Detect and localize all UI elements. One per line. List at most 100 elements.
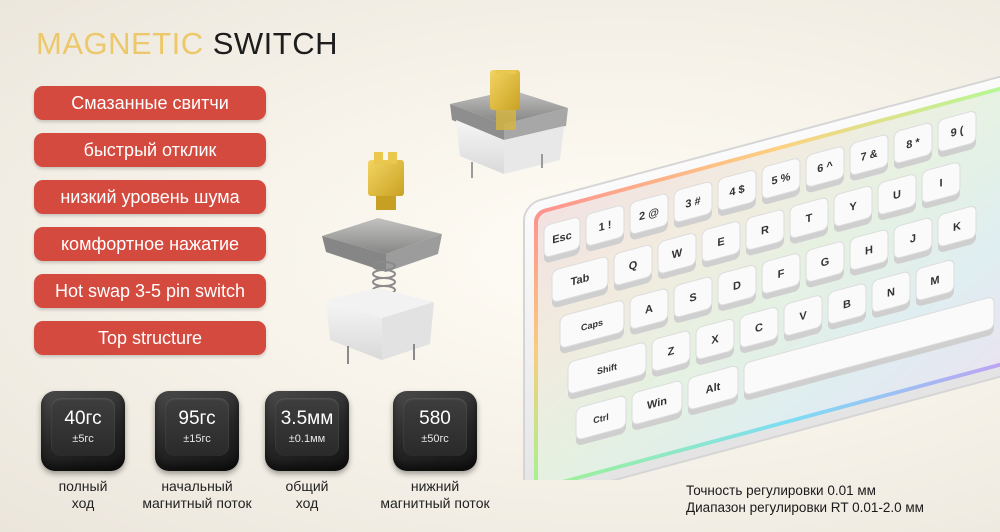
key-number: 1 ! (585, 205, 625, 252)
exploded-switch (322, 152, 442, 364)
key-letter: W (657, 233, 697, 279)
key-label: K (953, 220, 961, 234)
spec-initial-magnetic-flux: 95гс ±15гс начальный магнитный поток (122, 391, 272, 512)
key-number: 6 ^ (805, 146, 845, 193)
adjustment-note: Точность регулировки 0.01 мм Диапазон ре… (686, 483, 924, 517)
key-letter: J (893, 217, 933, 264)
key-label: T (806, 212, 813, 226)
key-letter: B (827, 283, 867, 330)
key-ctrl: Ctrl (575, 395, 627, 445)
key-number: 2 @ (629, 193, 669, 240)
spec-label-line2: магнитный поток (142, 494, 252, 511)
key-label: A (645, 303, 653, 317)
spec-keycap: 40гс ±5гс (41, 391, 125, 471)
page-title: MAGNETIC SWITCH (36, 26, 338, 62)
key-label: G (821, 256, 830, 270)
key-label: 9 ( (951, 125, 964, 140)
key-win: Win (631, 380, 683, 430)
rt-range: Диапазон регулировки RT 0.01-2.0 мм (686, 499, 924, 515)
key-label: Ctrl (593, 412, 609, 426)
key-label: W (672, 247, 683, 262)
key-label: R (761, 224, 769, 238)
key-letter: I (921, 162, 961, 209)
key-letter: D (717, 264, 757, 311)
key-letter: E (701, 221, 741, 268)
spec-tolerance: ±15гс (183, 433, 211, 446)
key-number: 4 $ (717, 169, 757, 216)
feature-hot-swap: Hot swap 3-5 pin switch (34, 274, 266, 308)
feature-lubed-switches: Смазанные свитчи (34, 86, 266, 120)
key-letter: Q (613, 244, 653, 291)
key-letter: K (937, 206, 977, 252)
key-number: 9 ( (937, 111, 977, 157)
key-label: H (865, 244, 873, 258)
spec-label: общий ход (232, 478, 382, 512)
key-letter: F (761, 253, 801, 300)
key-letter: A (629, 288, 669, 335)
key-label: Tab (571, 272, 590, 289)
spec-tolerance: ±50гс (421, 433, 449, 446)
spec-total-travel-force: 40гс ±5гс полный ход (8, 391, 158, 512)
spec-keycap: 3.5мм ±0.1мм (265, 391, 349, 471)
key-letter: R (745, 209, 785, 256)
key-letter: N (871, 271, 911, 318)
key-label: 5 % (772, 171, 791, 188)
key-number: 7 & (849, 134, 889, 181)
key-label: I (939, 177, 942, 190)
key-number: 3 # (673, 181, 713, 228)
key-letter: S (673, 276, 713, 323)
key-letter: G (805, 241, 845, 288)
key-label: 2 @ (639, 206, 659, 223)
key-label: 3 # (685, 195, 701, 211)
key-label: F (778, 268, 785, 282)
key-label: 6 ^ (817, 160, 833, 176)
keyboard-svg: Esc 1 ! 2 @ 3 # 4 $ 5 % 6 ^ 7 & 8 * 9 ( Tab Q W E R T Y U… (523, 67, 1000, 480)
key-caps: Caps (559, 300, 625, 354)
key-label: V (799, 310, 807, 324)
key-letter: X (695, 318, 735, 365)
spec-bottom-magnetic-flux: 580 ±50гс нижний магнитный поток (360, 391, 510, 512)
spec-label-line2: магнитный поток (380, 494, 490, 511)
title-main: SWITCH (212, 26, 339, 61)
spec-value: 580 (419, 407, 451, 429)
key-label: U (893, 188, 901, 202)
key-label: Alt (706, 381, 721, 397)
spec-value: 95гс (178, 407, 216, 429)
spec-label: полный ход (8, 478, 158, 512)
key-label: E (717, 235, 725, 249)
key-label: J (910, 232, 916, 245)
key-esc: Esc (543, 217, 581, 263)
key-shift: Shift (567, 342, 647, 400)
feature-low-noise: низкий уровень шума (34, 180, 266, 214)
spec-tolerance: ±0.1мм (288, 433, 326, 446)
spec-value: 3.5мм (280, 407, 334, 429)
spec-label-line1: нижний (410, 478, 460, 494)
key-letter: V (783, 295, 823, 342)
key-label: 4 $ (729, 183, 745, 199)
key-label: Esc (552, 230, 572, 247)
key-label: Y (849, 200, 857, 214)
spec-keycap: 580 ±50гс (393, 391, 477, 471)
spec-label-line1: общий (285, 478, 329, 494)
spec-label-line1: полный (58, 478, 108, 494)
title-accent: MAGNETIC (36, 26, 204, 61)
key-space (743, 297, 995, 400)
key-label: D (733, 279, 741, 293)
key-letter: U (877, 174, 917, 220)
assembled-switch (450, 70, 568, 178)
key-number: 5 % (761, 158, 801, 205)
key-label: 8 * (906, 136, 920, 152)
spec-tolerance: ±5гс (72, 433, 94, 446)
spec-total-travel: 3.5мм ±0.1мм общий ход (232, 391, 382, 512)
key-letter: H (849, 229, 889, 276)
key-tab: Tab (551, 256, 609, 308)
key-label: B (843, 298, 851, 312)
key-letter: M (915, 259, 955, 306)
spec-value: 40гс (64, 407, 102, 429)
keyboard-illustration: Esc 1 ! 2 @ 3 # 4 $ 5 % 6 ^ 7 & 8 * 9 ( Tab Q W E R T Y U… (510, 50, 1000, 480)
key-label: N (887, 286, 895, 300)
key-label: 7 & (860, 148, 877, 164)
spec-label: начальный магнитный поток (122, 478, 272, 512)
feature-top-structure: Top structure (34, 321, 266, 355)
magnetic-switch-illustration (322, 70, 568, 364)
